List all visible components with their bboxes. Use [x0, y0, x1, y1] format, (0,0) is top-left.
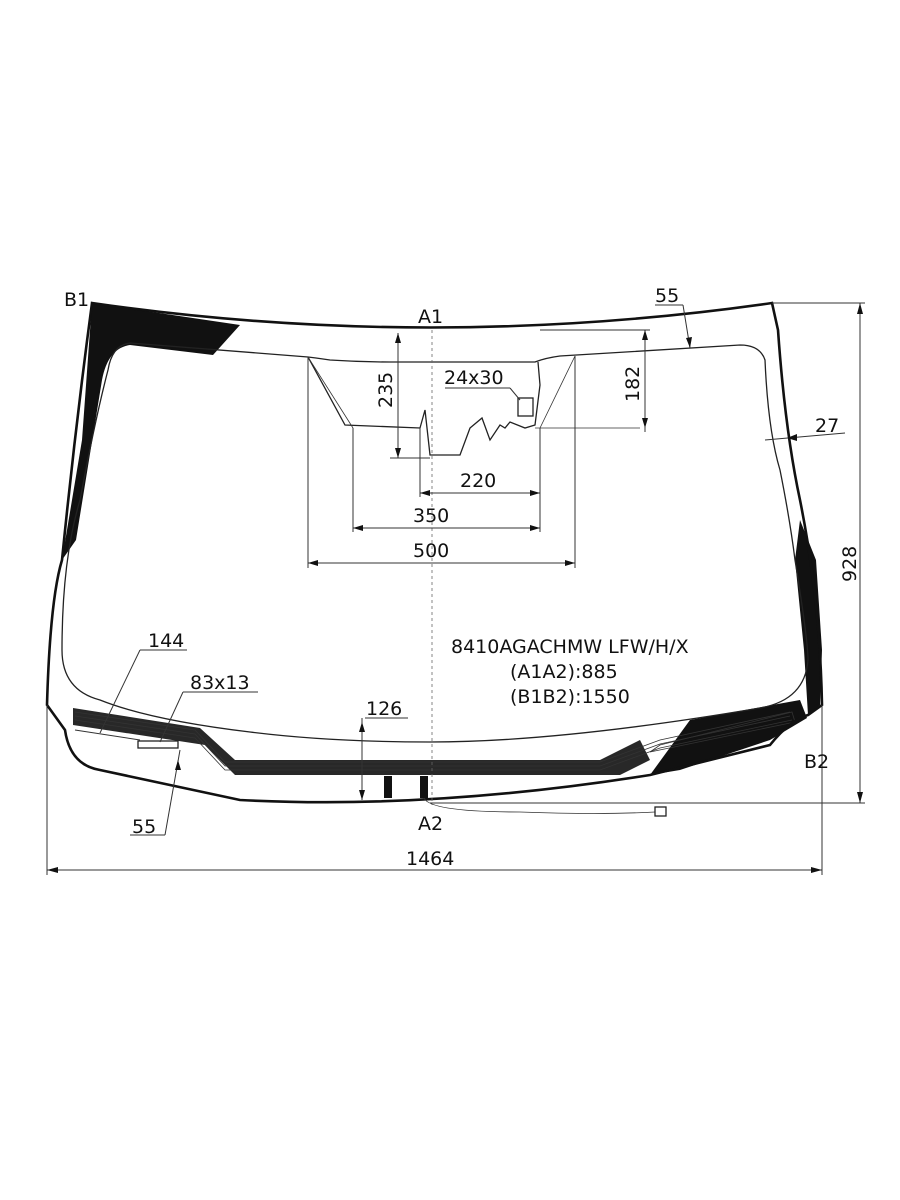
dim-83x13-label: 83x13	[190, 672, 250, 694]
dim-350-label: 350	[413, 505, 449, 527]
glass-outline	[45, 301, 824, 804]
sensor-area	[307, 356, 541, 456]
dim-144-label: 144	[148, 630, 184, 652]
leader-55-bottom	[130, 749, 181, 836]
leader-126	[359, 717, 408, 800]
dim-928-label: 928	[839, 546, 861, 582]
frit-top-left	[62, 303, 240, 560]
dim-500	[307, 356, 576, 568]
dim-1464-label: 1464	[406, 848, 454, 870]
dim-235	[390, 333, 430, 459]
dim-55-top-label: 55	[655, 285, 679, 307]
product-b1b2: (B1B2):1550	[510, 686, 630, 708]
connector-left	[384, 776, 392, 798]
product-a1a2: (A1A2):885	[510, 661, 618, 683]
sensor-pad-label: 24x30	[444, 367, 504, 389]
leader-24x30	[445, 387, 521, 401]
dim-182-label: 182	[622, 366, 644, 402]
point-b2-label: B2	[804, 751, 829, 773]
dim-182	[540, 329, 650, 432]
connector-right	[420, 776, 428, 798]
dim-27	[764, 432, 846, 441]
point-a2-label: A2	[418, 813, 443, 835]
dim-55-top	[655, 304, 692, 349]
frit-right-side	[795, 520, 822, 715]
dim-235-label: 235	[375, 372, 397, 408]
inner-edge	[61, 342, 809, 743]
dim-55-bottom-label: 55	[132, 816, 156, 838]
connector-pad	[137, 740, 179, 749]
leader-83x13	[159, 691, 258, 743]
dim-total-width	[46, 705, 823, 875]
sensor-pad	[517, 397, 534, 417]
point-a1-label: A1	[418, 306, 443, 328]
dim-27-label: 27	[815, 415, 839, 437]
dim-126-label: 126	[366, 698, 402, 720]
connector-cable	[423, 797, 656, 814]
dim-220-label: 220	[460, 470, 496, 492]
heater-lines	[74, 711, 796, 771]
cable-plug	[654, 806, 667, 817]
frit-bottom-right	[650, 700, 807, 775]
dim-total-height	[430, 302, 865, 804]
leader-144	[74, 649, 187, 741]
point-b1-label: B1	[64, 289, 89, 311]
dim-220	[419, 428, 541, 497]
product-code: 8410AGACHMW LFW/H/X	[451, 636, 689, 658]
dim-500-label: 500	[413, 540, 449, 562]
sensor-diagonal-right	[539, 355, 576, 429]
sensor-diagonal-left	[307, 356, 354, 429]
